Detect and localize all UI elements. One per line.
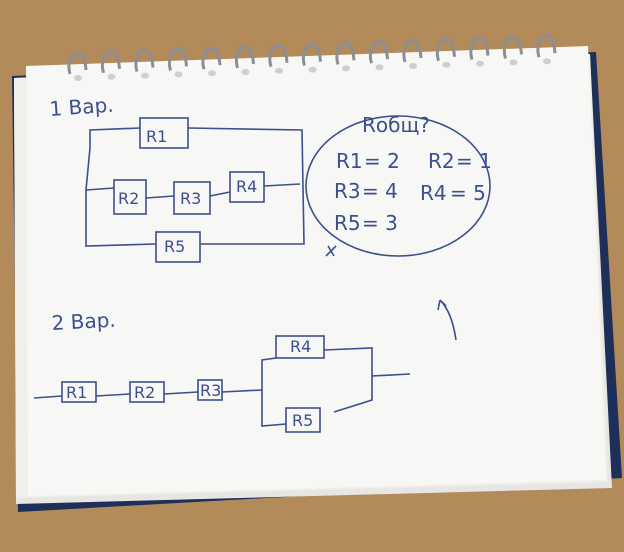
spiral-ring (435, 38, 456, 62)
spiral-ring (368, 40, 389, 64)
spiral-ring (67, 51, 88, 75)
spiral-ring (268, 44, 289, 68)
spiral-ring (201, 46, 222, 70)
variant2-title: 2 Вар. (51, 308, 116, 335)
punch-hole (208, 70, 216, 77)
v2-r5-label: R5 (292, 411, 313, 430)
v1-r5-label: R5 (164, 237, 185, 256)
spiral-ring (502, 35, 523, 59)
question-bubble (305, 115, 491, 257)
v1-r2-label: R2 (118, 189, 139, 208)
punch-hole (342, 65, 350, 72)
punch-hole (509, 59, 518, 66)
v2-r1-label: R1 (66, 383, 87, 402)
v2-r4-label: R4 (290, 337, 311, 356)
spiral-ring (134, 48, 155, 73)
v1-r4-label: R4 (236, 177, 257, 196)
punch-hole (241, 69, 250, 75)
punch-hole (174, 71, 183, 78)
spiral-ring (167, 47, 188, 71)
v1-r3-box (173, 181, 211, 215)
punch-hole (409, 63, 417, 69)
punch-hole (275, 67, 283, 74)
bubble-question: Rобщ? (362, 113, 430, 137)
spiral-ring (469, 36, 490, 61)
value-r3-eq: = 4 (362, 179, 398, 203)
value-r3-label: R3 (334, 179, 361, 203)
spiral-ring (536, 34, 557, 58)
v1-r5-box (155, 231, 201, 263)
spiral-binding (67, 34, 557, 81)
v2-r3-label: R3 (200, 381, 221, 400)
value-r5-eq: = 3 (362, 211, 398, 235)
punch-hole (442, 61, 451, 68)
punch-hole (543, 58, 551, 65)
v2-r2-box (129, 381, 165, 403)
v1-r2-box (113, 179, 147, 215)
v1-r1-label: R1 (146, 127, 167, 146)
value-r1-label: R1 (336, 149, 363, 173)
v2-r4-box (275, 335, 325, 359)
variant1-title: 1 Вар. (49, 93, 115, 121)
spiral-ring (335, 41, 356, 65)
punch-hole (74, 75, 82, 81)
punch-hole (308, 66, 317, 73)
spiral-ring (402, 39, 423, 63)
spiral-ring (301, 42, 322, 67)
v2-r2-label: R2 (134, 383, 155, 402)
spiral-ring (100, 50, 121, 74)
spiral-ring (234, 45, 255, 69)
v2-r5-box (285, 407, 321, 433)
v2-r3-box (197, 379, 223, 401)
variant2-sketch (33, 335, 411, 433)
punch-hole (375, 64, 384, 71)
v1-r1-box (139, 117, 189, 149)
value-r4-eq: = 5 (450, 181, 486, 205)
value-r5-label: R5 (334, 211, 361, 235)
paper-sheet (26, 46, 606, 496)
value-r2-eq: = 1 (456, 149, 492, 173)
punch-hole (141, 72, 149, 79)
v1-r3-label: R3 (180, 189, 201, 208)
v1-r4-box (229, 171, 265, 203)
punch-hole (107, 73, 116, 80)
v2-r1-box (61, 381, 97, 403)
value-r4-label: R4 (420, 181, 447, 205)
bubble-values: R1 = 2 R2 = 1 R3 = 4 R4 = 5 R5 = 3 (334, 149, 492, 235)
value-r2-label: R2 (428, 149, 455, 173)
variant1-sketch (85, 115, 491, 341)
punch-hole (476, 60, 484, 67)
value-r1-eq: = 2 (364, 149, 400, 173)
